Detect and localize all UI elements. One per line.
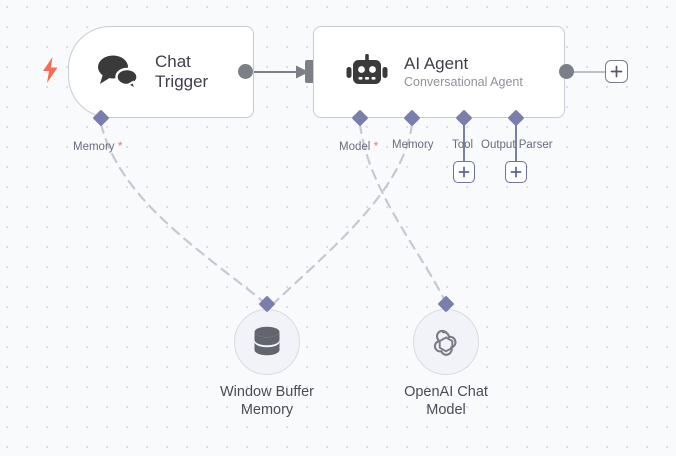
node-ai-agent[interactable]: AI Agent Conversational Agent	[313, 26, 565, 118]
window-buffer-memory-label: Window Buffer Memory	[219, 384, 315, 418]
port-label-ai-agent-tool: Tool	[452, 139, 474, 151]
add-tool-button[interactable]	[453, 161, 475, 183]
chat-trigger-output-connector[interactable]	[238, 64, 253, 79]
node-chat-trigger[interactable]: Chat Trigger	[68, 26, 254, 118]
database-icon	[254, 326, 280, 356]
add-output-parser-button[interactable]	[505, 161, 527, 183]
ai-agent-subtitle: Conversational Agent	[404, 75, 523, 90]
port-label-ai-agent-model: Model *	[339, 139, 379, 153]
openai-chat-model-circle[interactable]	[413, 309, 479, 375]
ai-agent-text: AI Agent Conversational Agent	[404, 54, 523, 90]
lightning-bolt-icon	[42, 57, 59, 88]
chat-trigger-title: Chat Trigger	[155, 51, 209, 91]
required-asterisk: *	[114, 139, 123, 153]
robot-icon	[346, 53, 388, 91]
openai-chat-model-label: OpenAI Chat Model	[404, 384, 488, 418]
openai-icon	[433, 329, 457, 356]
ai-agent-input-connector[interactable]	[305, 60, 314, 83]
ai-agent-output-connector[interactable]	[559, 64, 574, 79]
required-asterisk: *	[370, 139, 379, 153]
port-label-ai-agent-memory: Memory	[392, 139, 434, 151]
chat-bubbles-icon	[95, 52, 141, 92]
port-label-ai-agent-output-parser: Output Parser	[481, 139, 553, 151]
chat-trigger-text: Chat Trigger	[155, 52, 208, 92]
node-openai-chat-model[interactable]: OpenAI Chat Model	[404, 309, 521, 419]
port-label-chat-trigger-memory: Memory *	[73, 139, 123, 153]
ai-agent-title: AI Agent	[404, 54, 469, 74]
add-next-node-button[interactable]	[605, 60, 628, 83]
window-buffer-memory-circle[interactable]	[234, 309, 300, 375]
node-window-buffer-memory[interactable]: Window Buffer Memory	[220, 309, 342, 419]
